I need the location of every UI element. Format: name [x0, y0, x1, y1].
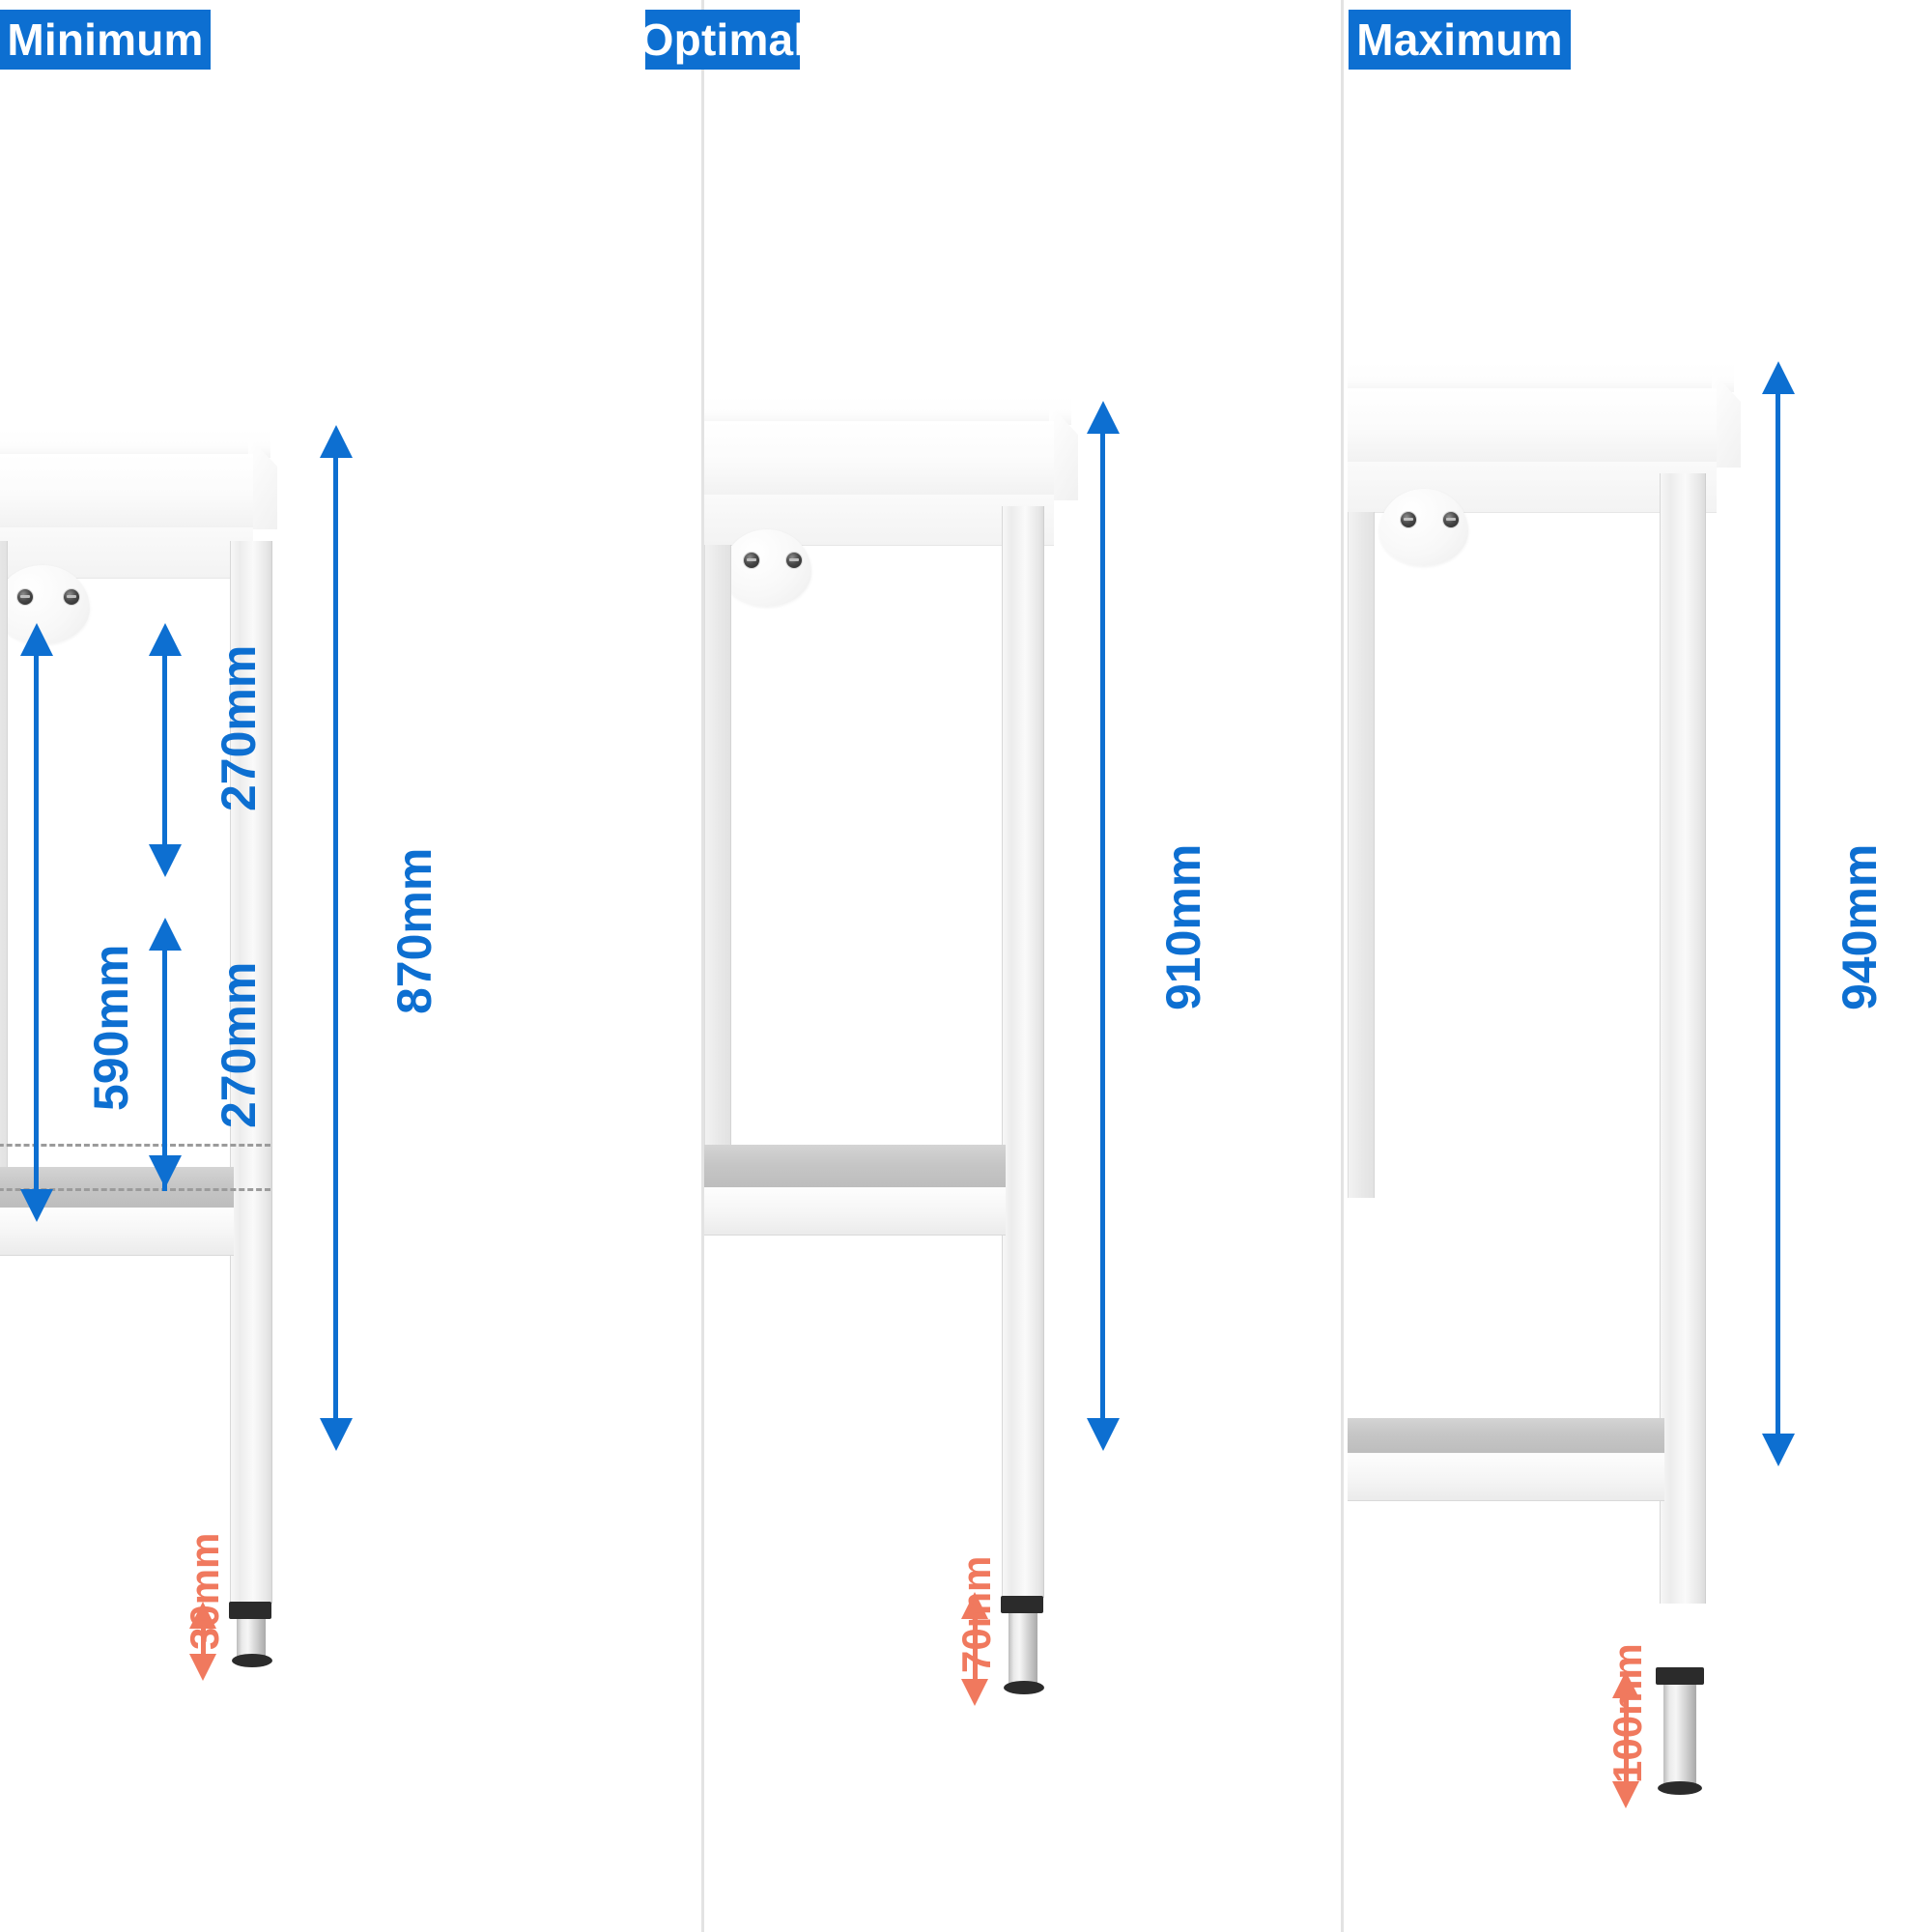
dim-line-100mm	[1624, 1695, 1629, 1782]
arrow-head-top-30mm	[189, 1602, 216, 1629]
arrow-head-top-270-upper	[149, 623, 182, 656]
arrow-head-top-870	[320, 425, 353, 458]
bracket-screw-right-optimal	[786, 553, 802, 568]
foot-base-optimal	[1004, 1681, 1044, 1694]
tabletop-edge-optimal	[704, 396, 1071, 425]
badge-minimum-label: Minimum	[7, 14, 204, 65]
leg-front-optimal	[1002, 506, 1044, 1598]
bracket-screw-left-maximum	[1401, 512, 1416, 527]
tabletop-edge-minimum	[0, 429, 270, 458]
dim-label-940: 940mm	[1833, 843, 1887, 1010]
tabletop-front-optimal	[704, 421, 1054, 495]
dim-label-270-lower: 270mm	[212, 961, 266, 1128]
dim-line-590	[34, 653, 39, 1191]
dim-line-910	[1100, 431, 1105, 1420]
dim-line-870	[333, 455, 338, 1421]
arrow-head-top-590	[20, 623, 53, 656]
arrow-head-bottom-270-upper	[149, 844, 182, 877]
shelf-top-maximum	[1348, 1418, 1664, 1453]
dim-label-870: 870mm	[387, 847, 441, 1014]
dim-label-70mm: 70mm	[953, 1555, 999, 1673]
bracket-screw-right-minimum	[64, 589, 79, 605]
tabletop-edge-maximum	[1348, 363, 1734, 392]
foot-stem-maximum	[1663, 1685, 1696, 1789]
dim-label-100mm: 100mm	[1605, 1643, 1650, 1783]
tabletop-front-minimum	[0, 454, 253, 527]
arrow-head-bottom-910	[1087, 1418, 1120, 1451]
foot-base-maximum	[1658, 1781, 1702, 1795]
bracket-screw-right-maximum	[1443, 512, 1459, 527]
leg-front-minimum	[230, 541, 272, 1604]
bracket-screw-left-optimal	[744, 553, 759, 568]
dim-line-270-lower	[162, 948, 167, 1191]
tabletop-front-maximum	[1348, 388, 1717, 462]
leg-back-minimum	[0, 541, 8, 1227]
panel-divider-2	[1341, 0, 1344, 1932]
arrow-head-bottom-30mm	[189, 1654, 216, 1681]
foot-stem-optimal	[1009, 1613, 1037, 1689]
badge-maximum: Maximum	[1349, 10, 1571, 70]
reference-line-mid-upper-minimum	[0, 1144, 270, 1147]
dim-line-270-upper	[162, 653, 167, 846]
leg-back-maximum	[1348, 512, 1375, 1198]
dim-label-910: 910mm	[1156, 843, 1210, 1010]
badge-optimal-label: Optimal	[639, 14, 807, 65]
dim-label-270-upper: 270mm	[212, 644, 266, 811]
foot-cap-optimal	[1001, 1596, 1043, 1613]
arrow-head-bottom-70mm	[961, 1679, 988, 1706]
arrow-head-top-940	[1762, 361, 1795, 394]
arrow-head-bottom-870	[320, 1418, 353, 1451]
dim-label-590: 590mm	[84, 944, 138, 1111]
panel-divider-1	[701, 0, 704, 1932]
arrow-head-top-910	[1087, 401, 1120, 434]
leg-bracket-optimal	[723, 529, 811, 607]
arrow-head-top-70mm	[961, 1592, 988, 1619]
arrow-head-bottom-270-lower	[149, 1155, 182, 1188]
dim-line-70mm	[973, 1616, 978, 1680]
arrow-head-top-270-lower	[149, 918, 182, 951]
arrow-head-bottom-590	[20, 1189, 53, 1222]
foot-cap-maximum	[1656, 1667, 1704, 1685]
leg-back-optimal	[704, 545, 731, 1227]
shelf-top-optimal	[704, 1145, 1006, 1187]
shelf-front-optimal	[704, 1187, 1006, 1236]
reference-line-mid-lower-minimum	[0, 1188, 270, 1191]
dim-line-940	[1776, 391, 1780, 1435]
bracket-screw-left-minimum	[17, 589, 33, 605]
shelf-front-maximum	[1348, 1453, 1664, 1501]
leg-bracket-maximum	[1379, 489, 1468, 566]
leg-front-maximum	[1660, 473, 1706, 1604]
foot-cap-minimum	[229, 1602, 271, 1619]
foot-base-minimum	[232, 1654, 272, 1667]
arrow-head-bottom-940	[1762, 1434, 1795, 1466]
badge-minimum: Minimum	[0, 10, 211, 70]
arrow-head-top-100mm	[1612, 1671, 1639, 1698]
dim-line-30mm	[201, 1626, 206, 1657]
badge-optimal: Optimal	[639, 10, 806, 70]
badge-maximum-label: Maximum	[1356, 14, 1563, 65]
arrow-head-bottom-100mm	[1612, 1781, 1639, 1808]
dim-label-30mm: 30mm	[182, 1532, 227, 1650]
